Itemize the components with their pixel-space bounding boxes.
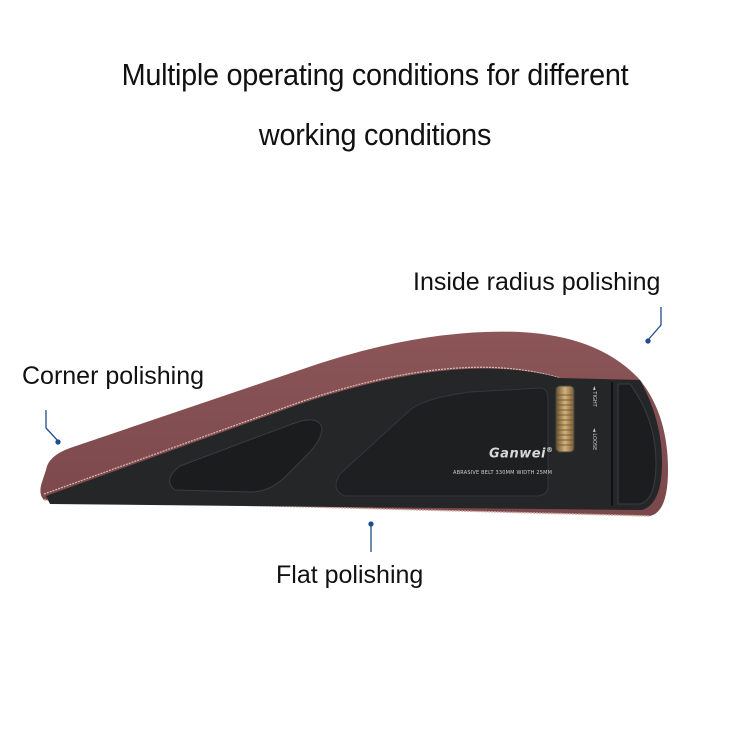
callout-inside-radius: Inside radius polishing bbox=[413, 268, 661, 296]
heading-line-2: working conditions bbox=[258, 117, 492, 152]
callout-corner: Corner polishing bbox=[22, 362, 205, 390]
spec-text: ABRASIVE BELT 330MM WIDTH 25MM bbox=[453, 470, 553, 476]
grip-window-center bbox=[335, 387, 549, 497]
loose-label: ◄ LOOSE bbox=[591, 428, 597, 451]
grip-window-left bbox=[169, 419, 323, 493]
end-cap bbox=[617, 383, 657, 505]
heading-line-1: Multiple operating conditions for differ… bbox=[121, 57, 629, 92]
tension-knob bbox=[555, 385, 575, 453]
tight-label: ◄ TIGHT bbox=[591, 386, 597, 407]
brand-logo: Ganwei® bbox=[489, 446, 554, 462]
callout-lines bbox=[45, 307, 662, 552]
callout-flat: Flat polishing bbox=[276, 561, 424, 589]
